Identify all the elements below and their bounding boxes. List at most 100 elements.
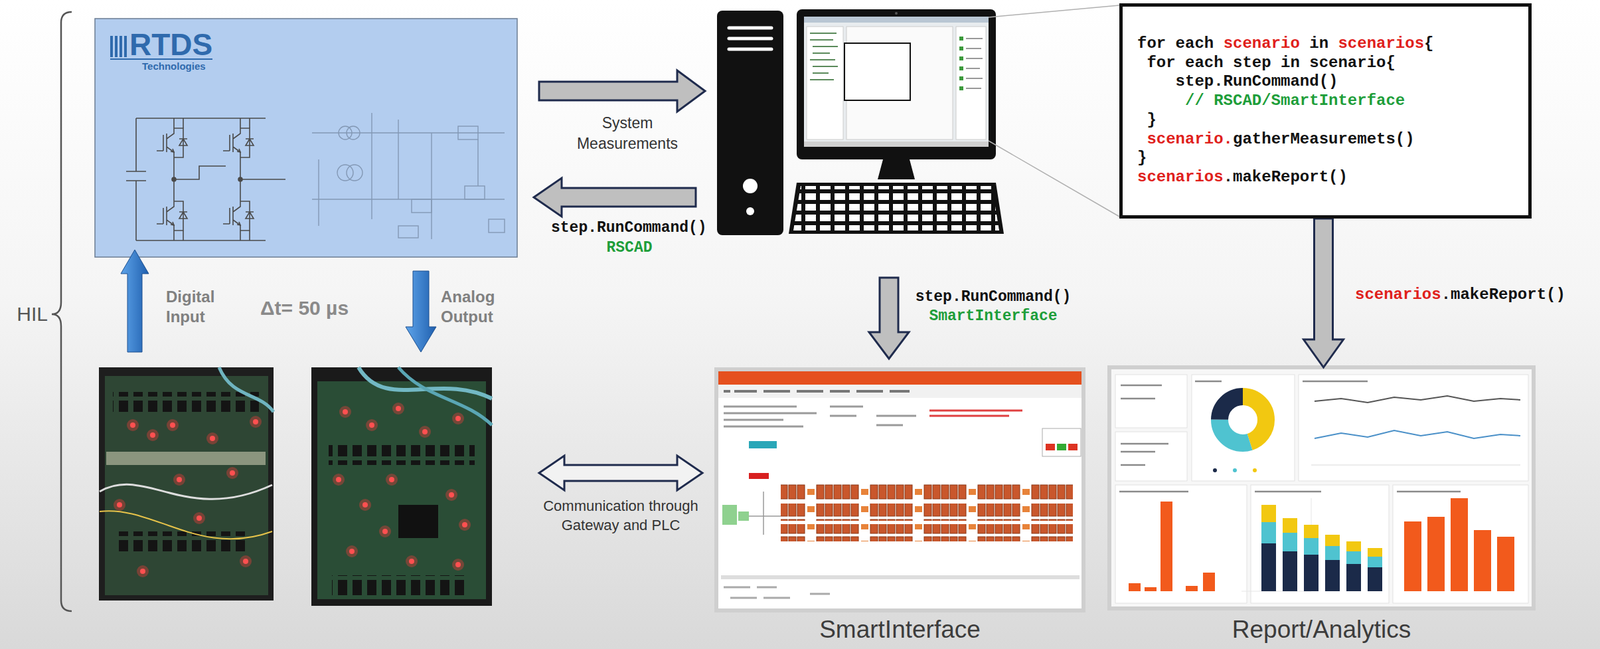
computer-icon bbox=[788, 182, 1004, 234]
report-dashboard-screenshot bbox=[1367, 566, 1383, 591]
report-dashboard-screenshot bbox=[1250, 484, 1389, 603]
report-dashboard-screenshot bbox=[1346, 551, 1361, 564]
computer-icon bbox=[959, 36, 964, 41]
report-dashboard-screenshot bbox=[1252, 468, 1257, 473]
report-dashboard-screenshot bbox=[1298, 374, 1529, 481]
code-line: for each step in scenario{ bbox=[1137, 53, 1522, 74]
smartinterface-screenshot bbox=[1042, 428, 1081, 457]
report-dashboard-screenshot bbox=[1219, 396, 1267, 443]
smartinterface-screenshot bbox=[780, 503, 1073, 521]
board-photo bbox=[98, 367, 274, 601]
h-bridge-schematic bbox=[156, 201, 188, 231]
rtds-panel-drawing bbox=[110, 35, 113, 58]
report-dashboard-screenshot bbox=[1241, 497, 1312, 591]
smartinterface-screenshot bbox=[716, 369, 1084, 611]
smartinterface-screenshot bbox=[718, 371, 1082, 385]
board-photo bbox=[359, 498, 372, 511]
hil-bracket bbox=[51, 11, 72, 611]
board-photo bbox=[345, 545, 358, 558]
board-photo bbox=[405, 555, 418, 567]
computer-icon bbox=[717, 10, 784, 236]
faded-schematic bbox=[411, 199, 432, 213]
smartinterface-screenshot bbox=[780, 523, 1073, 542]
smartinterface-screenshot bbox=[929, 410, 1023, 416]
smartinterface-screenshot bbox=[1045, 443, 1055, 451]
computer-icon bbox=[796, 9, 996, 160]
smartinterface-screenshot bbox=[748, 472, 769, 479]
logo-wordmark: RTDS bbox=[129, 29, 213, 60]
smartinterface-panel: SmartInterface bbox=[716, 369, 1084, 644]
report-dashboard-screenshot bbox=[1325, 545, 1340, 560]
annotation-label: Δt= 50 µs bbox=[260, 296, 349, 320]
board-photo bbox=[328, 444, 475, 465]
report-dashboard-screenshot bbox=[1346, 541, 1361, 552]
board-photo bbox=[193, 511, 206, 524]
code-token: scenarios bbox=[1355, 285, 1442, 304]
board-photo bbox=[146, 428, 159, 441]
rtds-panel-drawing bbox=[94, 18, 518, 257]
annotation-label: step.RunCommand() bbox=[906, 288, 1081, 307]
blue-signal-arrow bbox=[120, 249, 437, 352]
computer-icon bbox=[717, 5, 1120, 236]
report-dashboard-screenshot bbox=[1367, 547, 1383, 557]
board-photo bbox=[113, 498, 126, 511]
smartinterface-screenshot bbox=[722, 504, 737, 525]
grey-block-arrow bbox=[533, 177, 696, 217]
report-dashboard-screenshot bbox=[1109, 367, 1534, 609]
board-photo bbox=[398, 367, 492, 425]
report-dashboard-screenshot bbox=[1261, 521, 1277, 544]
annotation-label: Communication through Gateway and PLC bbox=[531, 496, 711, 535]
code-line: // RSCAD/SmartInterface bbox=[1137, 91, 1522, 111]
board-photo bbox=[317, 381, 486, 599]
report-dashboard-screenshot bbox=[1219, 396, 1267, 443]
computer-icon bbox=[746, 207, 755, 216]
computer-icon bbox=[803, 16, 989, 147]
edge-label: scenarios.makeReport() bbox=[1355, 285, 1566, 304]
code-line: } bbox=[1137, 148, 1522, 168]
report-dashboard-screenshot bbox=[1115, 374, 1188, 428]
report-dashboard-screenshot bbox=[1473, 529, 1492, 591]
h-bridge-schematic bbox=[223, 201, 254, 231]
computer-icon bbox=[809, 33, 838, 80]
report-dashboard-screenshot bbox=[1404, 521, 1422, 591]
rtds-panel-drawing bbox=[124, 35, 127, 58]
smartinterface-screenshot bbox=[748, 440, 777, 449]
board-photo bbox=[136, 564, 149, 577]
board-photo bbox=[116, 531, 249, 552]
annotation-label: Analog Output bbox=[440, 286, 514, 327]
computer-icon bbox=[793, 185, 1000, 231]
blue-signal-arrow bbox=[120, 249, 149, 352]
board-photo bbox=[166, 418, 179, 431]
report-dashboard-screenshot bbox=[1303, 554, 1319, 591]
h-bridge-schematic bbox=[238, 177, 243, 182]
report-dashboard-screenshot bbox=[1282, 517, 1298, 533]
annotation-label: step.RunCommand() bbox=[551, 219, 708, 238]
board-photo bbox=[392, 402, 405, 415]
grey-block-arrow bbox=[533, 70, 909, 359]
board-photo bbox=[311, 367, 492, 606]
code-line: step.RunCommand() bbox=[1137, 72, 1522, 92]
annotation-label: SmartInterface bbox=[906, 307, 1081, 326]
report-dashboard-screenshot bbox=[1311, 464, 1521, 466]
h-bridge-schematic bbox=[173, 165, 286, 180]
smartinterface-screenshot bbox=[780, 482, 1073, 500]
board-photo bbox=[106, 451, 266, 465]
board-photo bbox=[358, 367, 492, 399]
double-block-arrow bbox=[539, 455, 703, 490]
computer-icon bbox=[844, 43, 911, 101]
board-photo bbox=[452, 558, 465, 571]
hil-bracket bbox=[51, 11, 72, 611]
computer-icon bbox=[894, 11, 898, 15]
report-panel: Report/Analytics bbox=[1109, 367, 1534, 644]
code-line: for each scenario in scenarios{ bbox=[1137, 34, 1522, 54]
board-photo bbox=[99, 510, 273, 539]
smartinterface-screenshot bbox=[718, 384, 1082, 398]
report-dashboard-screenshot bbox=[1282, 532, 1298, 552]
board-photo bbox=[226, 466, 239, 479]
report-dashboard-screenshot bbox=[1325, 559, 1340, 591]
report-dashboard-screenshot bbox=[1392, 484, 1529, 603]
report-dashboard-screenshot bbox=[1115, 484, 1247, 603]
annotation-label: RSCAD bbox=[589, 239, 670, 258]
computer-icon bbox=[959, 46, 964, 51]
grey-block-arrow bbox=[869, 277, 909, 359]
